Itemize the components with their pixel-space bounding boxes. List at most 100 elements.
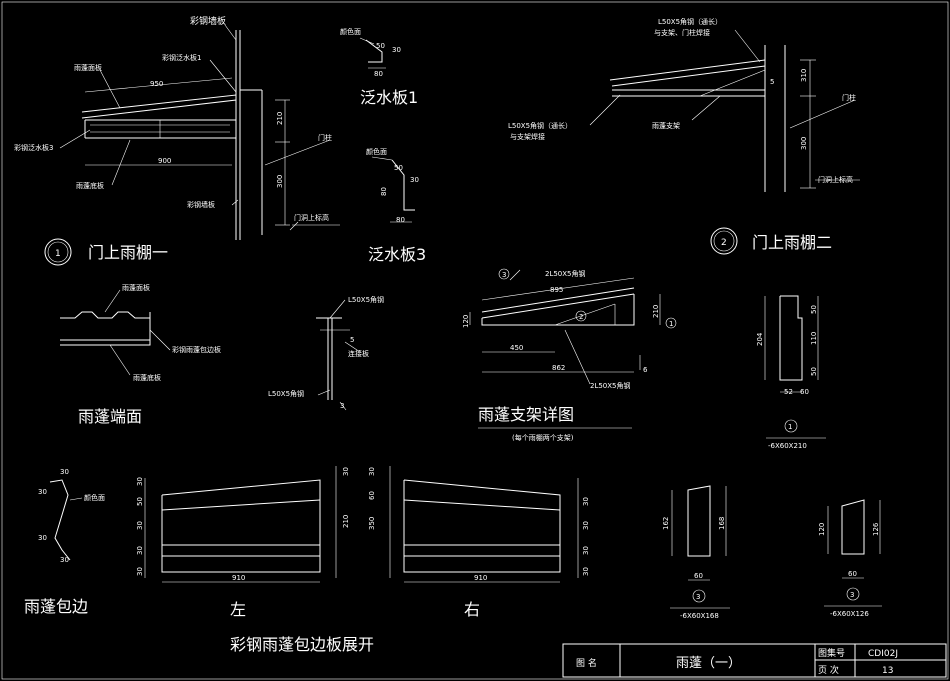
plate2-dim-162: 162 [662,517,670,530]
plate3-dim-60: 60 [848,570,857,578]
connection-label-angle-bottom: L50X5角钢 [268,389,304,398]
bracket-mark-1: 1 [669,320,673,328]
unfold-title: 彩钢雨蓬包边板展开 [230,635,374,654]
flashing3-detail [371,156,415,223]
unfold-right-dim-7: 30 [582,567,590,576]
canopy1-label-flashing3: 彩钢泛水板3 [14,143,53,152]
edge-trim-dim-30a: 30 [60,468,69,476]
canopy2-label-weld-top: 与支架、门柱焊接 [654,28,710,37]
canopy1-title: 门上雨棚一 [88,243,168,262]
end-face-title: 雨蓬端面 [78,407,142,426]
unfold-left-dim-5: 30 [136,546,144,555]
connection-label-angle-top: L50X5角钢 [348,295,384,304]
edge-trim-title: 雨蓬包边 [24,597,88,616]
plate3-dim-126: 126 [872,522,880,536]
flashing1-dim-50: 50 [376,42,385,50]
flashing1-dim-80: 80 [374,70,383,78]
flashing3-dim-50: 50 [394,164,403,172]
canopy2-dim-300: 300 [800,137,808,150]
bracket-dim-6: 6 [643,366,648,374]
canopy1-dim-900: 900 [158,157,171,165]
canopy1-dim-950: 950 [150,80,163,88]
canopy1-detail [44,24,340,266]
plate2-caption: -6X60X168 [680,612,719,620]
canopy2-dim-310: 310 [800,69,808,82]
plate1-dim-50a: 50 [810,305,818,314]
bracket-dim-895: 895 [550,286,563,294]
unfold-left-dim-7: 30 [342,467,350,476]
plate1-detail [764,295,826,439]
flashing3-dim-80a: 80 [380,187,388,196]
bracket-dim-120: 120 [462,315,470,328]
flashing3-title: 泛水板3 [368,245,426,264]
plate3-dim-120: 120 [818,523,826,536]
unfold-right-label: 右 [464,600,480,619]
canopy1-label-flashing1: 彩钢泛水板1 [162,53,201,62]
connection-weld-3: 3 [340,402,344,410]
title-block-atlas-label: 图集号 [818,647,845,659]
plate2-dim-60: 60 [694,572,703,580]
flashing3-dim-30: 30 [410,176,419,184]
bracket-mark-3: 3 [502,271,506,279]
edge-trim-label-color-face: 颜色面 [84,493,105,502]
flashing1-title: 泛水板1 [360,88,418,107]
canopy2-label-bracket: 雨蓬支架 [652,121,680,130]
plate1-dim-204: 204 [756,332,764,346]
end-face-label-top-panel: 雨蓬面板 [122,283,150,292]
canopy2-weld-5: 5 [770,78,774,86]
canopy1-label-wall-bottom: 彩钢墙板 [187,200,215,209]
bracket-dim-450: 450 [510,344,523,352]
edge-trim-dim-30c: 30 [38,534,47,542]
canopy2-label-door-post: 门柱 [842,93,856,102]
bracket-mark-2: 2 [579,313,583,321]
unfold-left-dim-2: 50 [136,497,144,506]
plate2-mark: 3 [696,593,700,601]
plate3-detail [824,499,882,607]
flashing1-detail [359,37,386,69]
unfold-left-detail [144,466,337,583]
connection-weld-5: 5 [350,336,354,344]
canopy2-label-angle-top: L50X5角钢（通长） [658,17,722,26]
plate1-dim-60: 60 [800,388,809,396]
connection-label-plate: 连接板 [348,349,369,358]
canopy1-label-door-post: 门柱 [318,133,332,142]
flashing3-dim-80b: 80 [396,216,405,224]
plate1-mark: 1 [788,423,792,431]
edge-trim-dim-30b: 30 [38,488,47,496]
flashing1-label-color-face: 颜色面 [340,27,361,36]
bracket-title: 雨蓬支架详图 [478,405,574,424]
unfold-right-dim-5: 30 [582,521,590,530]
canopy2-label-weld-bottom: 与支架焊接 [510,132,545,141]
edge-trim-dim-30d: 30 [60,556,69,564]
unfold-right-detail [389,466,579,583]
canopy1-label-wall-top: 彩钢墙板 [190,15,226,27]
canopy2-detail [589,29,860,255]
edge-trim-detail [49,479,83,561]
bracket-detail [469,268,677,429]
plate1-dim-52: 52 [784,388,793,396]
title-block-name-label: 图 名 [576,657,597,669]
title-block-page: 13 [882,666,893,676]
plate2-dim-168: 168 [718,517,726,530]
unfold-right-dim-1: 30 [368,467,376,476]
bracket-dim-862: 862 [552,364,565,372]
canopy1-label-door-level: 门洞上标高 [294,213,329,222]
title-block-page-label: 页 次 [818,664,839,676]
connection-detail [316,299,361,411]
unfold-right-dim-2: 60 [368,491,376,500]
canopy1-number: 1 [55,249,61,259]
flashing3-label-color-face: 颜色面 [366,147,387,156]
plate1-dim-50b: 50 [810,367,818,376]
unfold-left-dim-1: 30 [136,477,144,486]
bracket-dim-210: 210 [652,305,660,318]
title-block [562,643,947,678]
unfold-left-dim-3: 30 [136,521,144,530]
plate2-detail [670,485,730,609]
canopy1-label-bottom-panel: 雨蓬底板 [76,181,104,190]
unfold-left-dim-4: 210 [342,515,350,528]
canopy1-dim-300: 300 [276,175,284,188]
canopy2-number: 2 [721,238,727,248]
canopy1-label-top-panel: 雨蓬面板 [74,63,102,72]
